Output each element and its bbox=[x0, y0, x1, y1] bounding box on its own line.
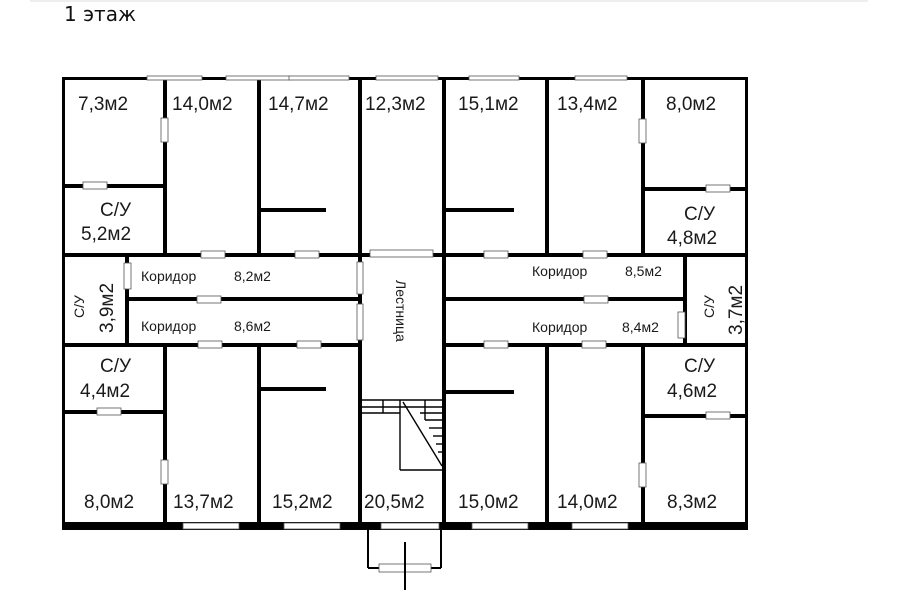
room-label: 13,7м2 bbox=[173, 492, 234, 513]
window-bottom bbox=[571, 522, 629, 530]
corridor-area: 8,2м2 bbox=[234, 268, 271, 284]
corridor-name: Коридор bbox=[532, 263, 588, 279]
outer-wall-right bbox=[745, 77, 748, 527]
bathroom-type: С/У bbox=[100, 356, 132, 377]
wall-v-top-6 bbox=[641, 77, 645, 255]
bathroom-area: 4,8м2 bbox=[667, 228, 717, 249]
wall-v-bot-1 bbox=[163, 345, 167, 525]
door bbox=[160, 459, 169, 485]
door bbox=[96, 407, 122, 416]
window-bottom bbox=[471, 522, 529, 530]
window-top bbox=[225, 75, 291, 81]
room-label: 15,2м2 bbox=[272, 492, 333, 513]
window-bottom bbox=[380, 522, 440, 530]
door bbox=[582, 250, 608, 259]
door bbox=[638, 118, 647, 144]
bathroom-area: 5,2м2 bbox=[81, 224, 131, 245]
stairwell-label: Лестница bbox=[393, 280, 409, 342]
window-bottom bbox=[182, 522, 240, 530]
door bbox=[583, 295, 609, 304]
wall-v-bath-r bbox=[683, 253, 687, 347]
room-label: 14,7м2 bbox=[268, 94, 329, 115]
wall-v-top-1 bbox=[163, 77, 167, 255]
wall-v-bot-5 bbox=[545, 345, 549, 525]
entrance-porch bbox=[367, 530, 442, 590]
staircase bbox=[362, 399, 443, 471]
corridor-area: 8,6м2 bbox=[234, 318, 271, 334]
wall-stub-1 bbox=[259, 208, 326, 212]
bathroom-type: С/У bbox=[684, 204, 716, 225]
bathroom-area: 3,7м2 bbox=[726, 285, 747, 335]
window-top bbox=[375, 75, 439, 81]
room-label: 8,0м2 bbox=[84, 492, 134, 513]
bathroom-area: 3,9м2 bbox=[97, 283, 118, 333]
room-label: 14,0м2 bbox=[172, 94, 233, 115]
bathroom-type: С/У bbox=[100, 200, 132, 221]
door bbox=[369, 249, 434, 258]
wall-h-bath-lr bbox=[643, 414, 748, 418]
door bbox=[200, 250, 226, 259]
door bbox=[356, 303, 364, 341]
room-label: 7,3м2 bbox=[78, 94, 128, 115]
wall-h-bath-ul bbox=[62, 184, 165, 188]
door bbox=[705, 411, 731, 420]
corridor-name: Коридор bbox=[141, 318, 197, 334]
wall-stub-2 bbox=[444, 208, 514, 212]
corridor-area: 8,5м2 bbox=[625, 263, 662, 279]
door bbox=[483, 250, 509, 259]
wall-v-stair-l bbox=[358, 253, 362, 527]
wall-v-bot-6 bbox=[641, 345, 645, 525]
corridor-area: 8,4м2 bbox=[622, 319, 659, 335]
door bbox=[296, 340, 322, 349]
window-top bbox=[146, 75, 203, 81]
door bbox=[677, 311, 686, 339]
bathroom-type: С/У bbox=[684, 356, 716, 377]
corridor-name: Коридор bbox=[532, 319, 588, 335]
door bbox=[294, 250, 320, 259]
wall-v-bath-l bbox=[125, 253, 129, 347]
room-label: 20,5м2 bbox=[364, 492, 425, 513]
wall-v-top-4 bbox=[442, 77, 446, 255]
wall-v-bot-2 bbox=[257, 345, 261, 525]
door bbox=[705, 184, 731, 193]
wall-h-bath-ur bbox=[643, 187, 748, 191]
wall-h-corridor-mid-r bbox=[444, 297, 684, 301]
wall-stub-3 bbox=[259, 387, 326, 391]
bathroom-type: С/У bbox=[701, 295, 717, 318]
openings bbox=[82, 75, 731, 530]
bathroom-type: С/У bbox=[71, 295, 87, 318]
wall-v-top-2 bbox=[257, 77, 261, 255]
room-label: 12,3м2 bbox=[365, 94, 426, 115]
window-bottom bbox=[283, 522, 341, 530]
corridor-name: Коридор bbox=[141, 268, 197, 284]
wall-h-corridor-mid-l bbox=[128, 297, 361, 301]
door bbox=[196, 295, 222, 304]
room-label: 14,0м2 bbox=[557, 492, 618, 513]
bathroom-area: 4,6м2 bbox=[667, 381, 717, 402]
floor-title: 1 этаж bbox=[64, 2, 136, 26]
window-top bbox=[288, 75, 350, 81]
door bbox=[123, 262, 132, 290]
room-label: 15,1м2 bbox=[458, 94, 519, 115]
room-label: 15,0м2 bbox=[458, 492, 519, 513]
top-divider bbox=[30, 0, 868, 2]
door bbox=[356, 261, 364, 295]
bathroom-area: 4,4м2 bbox=[80, 381, 130, 402]
door bbox=[638, 462, 647, 488]
wall-stub-4 bbox=[444, 390, 514, 394]
wall-v-top-3 bbox=[358, 77, 362, 255]
outer-wall-left bbox=[62, 77, 65, 527]
door bbox=[197, 340, 223, 349]
door bbox=[483, 340, 509, 349]
window-top bbox=[468, 75, 520, 81]
wall-v-top-5 bbox=[545, 77, 549, 255]
room-label: 13,4м2 bbox=[557, 94, 618, 115]
room-label: 8,0м2 bbox=[666, 94, 716, 115]
room-label: 8,3м2 bbox=[667, 492, 717, 513]
door bbox=[82, 181, 108, 190]
window-top bbox=[574, 75, 628, 81]
door bbox=[581, 340, 607, 349]
door bbox=[160, 117, 169, 143]
